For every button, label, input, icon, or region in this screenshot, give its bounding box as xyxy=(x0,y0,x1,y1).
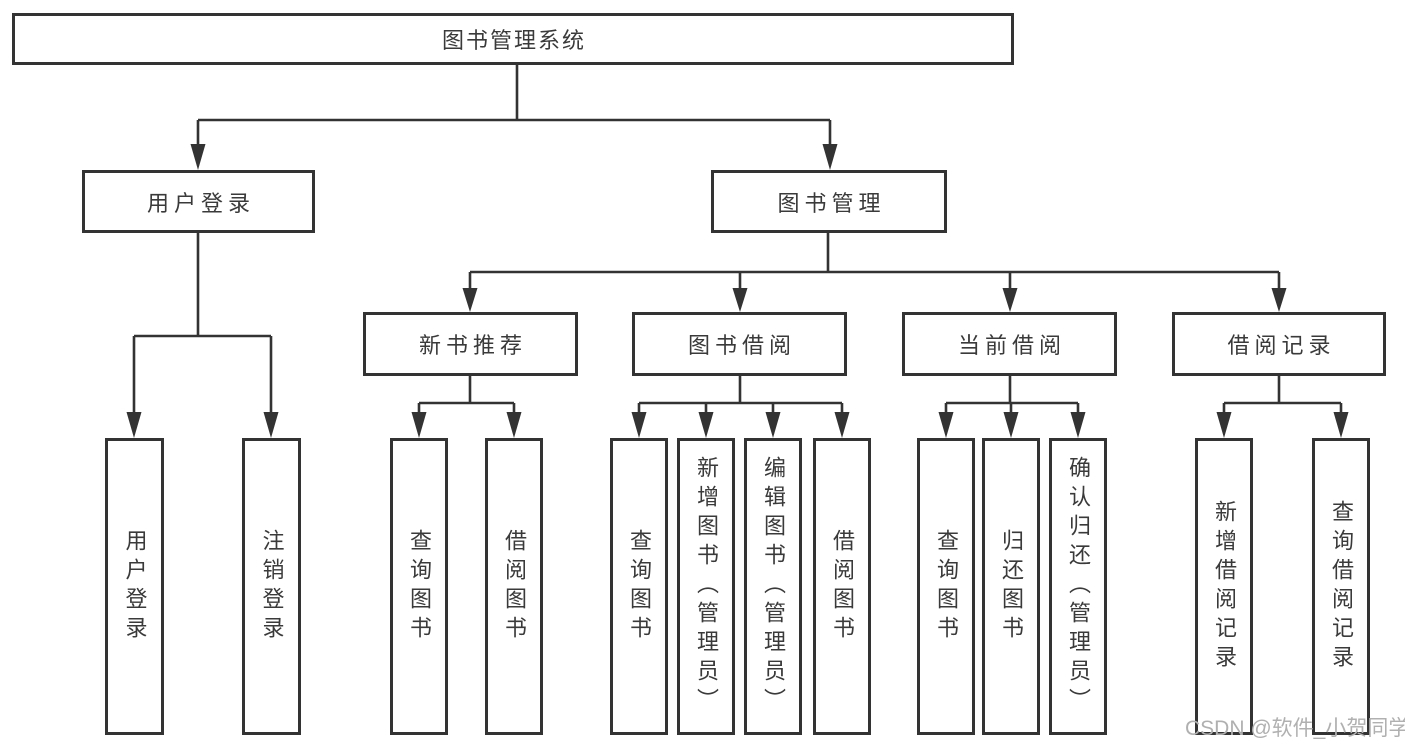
arrowhead xyxy=(822,144,838,170)
arrowhead xyxy=(765,412,781,438)
leaf-logout: 注销登录 xyxy=(242,438,301,735)
connector-borrow-record xyxy=(1216,376,1349,438)
arrowhead xyxy=(698,412,714,438)
connector-current-borrow xyxy=(938,376,1086,438)
arrowhead xyxy=(1002,288,1018,312)
node-book-management: 图书管理 xyxy=(711,170,947,233)
leaf-query-borrow-record: 查询借阅记录 xyxy=(1312,438,1370,735)
arrowhead xyxy=(1003,412,1019,438)
arrowhead xyxy=(263,412,279,438)
arrowhead xyxy=(1070,412,1086,438)
node-new-book-recommend: 新书推荐 xyxy=(363,312,578,376)
leaf-query-book-current: 查询图书 xyxy=(917,438,975,735)
connector-user-login xyxy=(126,233,279,438)
leaf-return-book: 归还图书 xyxy=(982,438,1040,735)
connector-book-borrow xyxy=(631,376,850,438)
connector-book-management xyxy=(462,233,1287,312)
connector-root-to-level2 xyxy=(190,65,838,170)
node-borrow-record: 借阅记录 xyxy=(1172,312,1386,376)
arrowhead xyxy=(631,412,647,438)
leaf-edit-book-admin: 编辑图书（管理员） xyxy=(744,438,802,735)
node-user-login: 用户登录 xyxy=(82,170,315,233)
node-book-borrow: 图书借阅 xyxy=(632,312,847,376)
arrowhead xyxy=(1216,412,1232,438)
leaf-add-book-admin: 新增图书（管理员） xyxy=(677,438,735,735)
arrowhead xyxy=(938,412,954,438)
leaf-query-book-newbook: 查询图书 xyxy=(390,438,448,735)
arrowhead xyxy=(506,412,522,438)
leaf-borrow-book-borrow: 借阅图书 xyxy=(813,438,871,735)
connector-new-book xyxy=(411,376,522,438)
arrowhead xyxy=(1271,288,1287,312)
arrowhead xyxy=(1333,412,1349,438)
leaf-confirm-return-admin: 确认归还（管理员） xyxy=(1049,438,1107,735)
leaf-add-borrow-record: 新增借阅记录 xyxy=(1195,438,1253,735)
arrowhead xyxy=(732,288,748,312)
arrowhead xyxy=(834,412,850,438)
arrowhead xyxy=(411,412,427,438)
arrowhead xyxy=(126,412,142,438)
csdn-watermark: CSDN @软件_小贺同学 xyxy=(1185,717,1405,740)
leaf-borrow-book-newbook: 借阅图书 xyxy=(485,438,543,735)
node-current-borrow: 当前借阅 xyxy=(902,312,1117,376)
leaf-user-login: 用户登录 xyxy=(105,438,164,735)
node-root: 图书管理系统 xyxy=(12,13,1014,65)
leaf-query-book-borrow: 查询图书 xyxy=(610,438,668,735)
arrowhead xyxy=(462,288,478,312)
arrowhead xyxy=(190,144,206,170)
